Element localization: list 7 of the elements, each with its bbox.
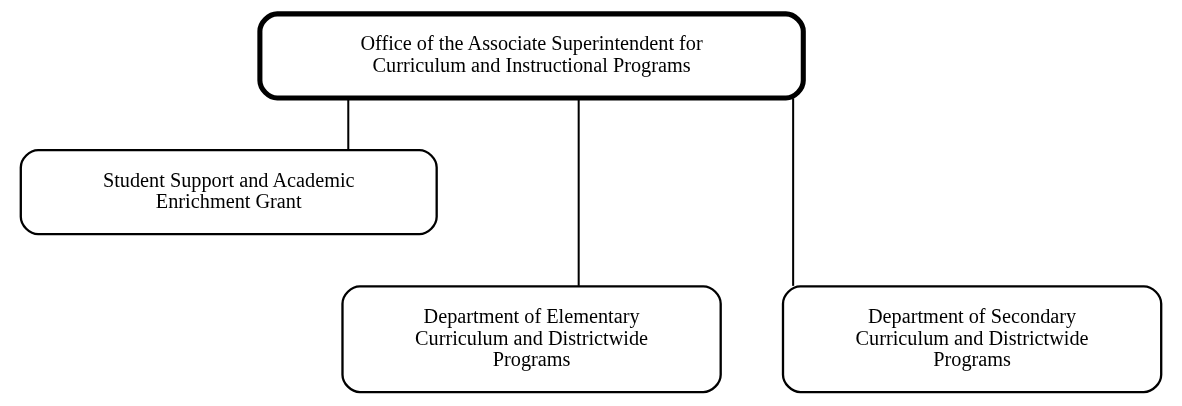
node-box: Office of the Associate Superintendent for Curriculum and Instructional Programs bbox=[257, 11, 806, 101]
connector bbox=[792, 98, 795, 286]
node-box: Department of Secondary Curriculum and Districtwide Programs bbox=[781, 285, 1163, 394]
connector bbox=[347, 98, 350, 150]
connector bbox=[577, 98, 580, 286]
node-box: Department of Elementary Curriculum and Districtwide Programs bbox=[341, 285, 722, 394]
node-box: Student Support and Academic Enrichment Grant bbox=[19, 148, 438, 236]
